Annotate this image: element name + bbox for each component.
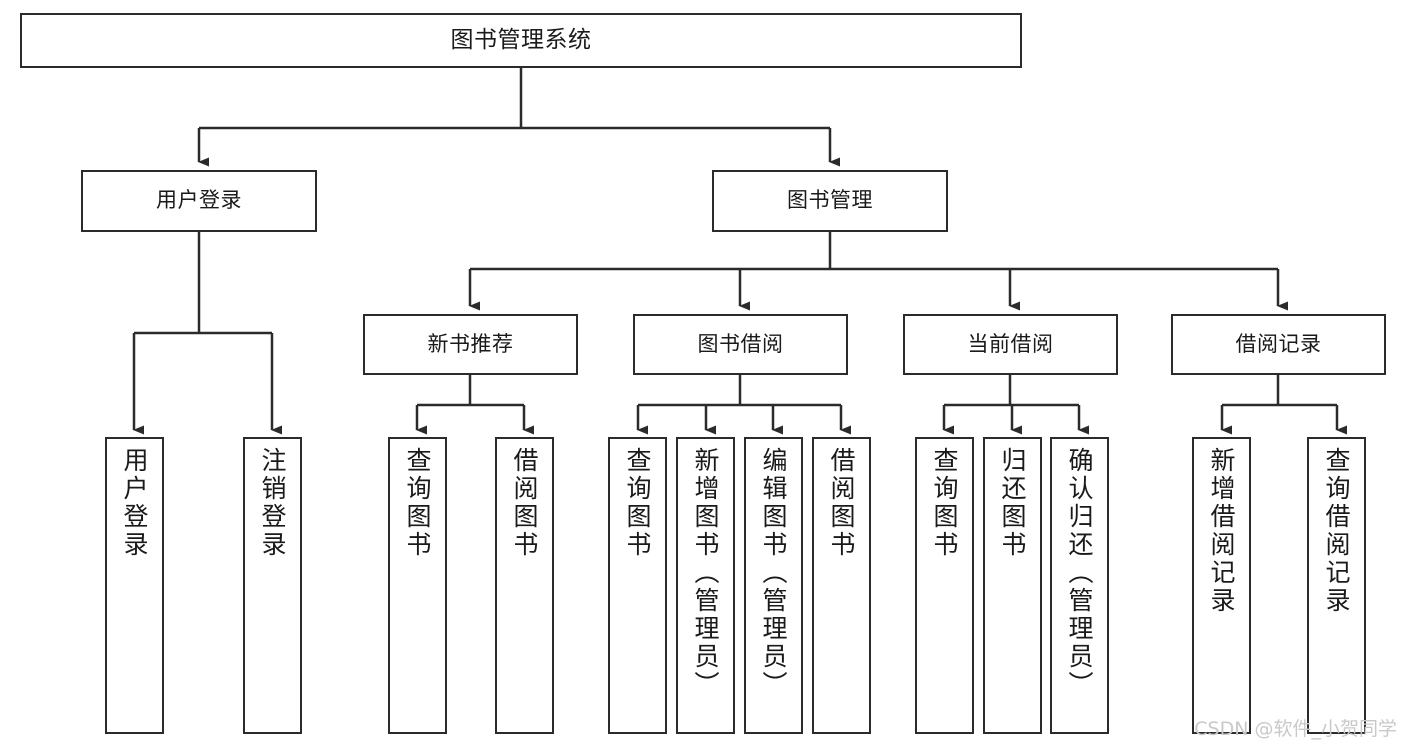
node-book-management[interactable]: 图书管理 bbox=[712, 170, 948, 232]
node-book-borrow[interactable]: 图书借阅 bbox=[633, 314, 848, 375]
node-root-system[interactable]: 图书管理系统 bbox=[20, 13, 1022, 68]
node-label: 注销登录 bbox=[258, 447, 287, 559]
leaf-newbook-query-book[interactable]: 查询图书 bbox=[388, 437, 447, 734]
leaf-newbook-borrow-book[interactable]: 借阅图书 bbox=[495, 437, 554, 734]
leaf-borrow-add-book-admin[interactable]: 新增图书（管理员） bbox=[676, 437, 735, 734]
leaf-borrow-borrow-book[interactable]: 借阅图书 bbox=[812, 437, 871, 734]
node-label: 新书推荐 bbox=[427, 331, 514, 356]
node-new-book-recommend[interactable]: 新书推荐 bbox=[363, 314, 578, 375]
node-borrow-record[interactable]: 借阅记录 bbox=[1171, 314, 1386, 375]
node-label: 编辑图书（管理员） bbox=[759, 447, 788, 699]
node-current-borrow[interactable]: 当前借阅 bbox=[903, 314, 1118, 375]
leaf-current-query-book[interactable]: 查询图书 bbox=[915, 437, 974, 734]
node-label: 借阅图书 bbox=[827, 447, 856, 559]
node-label: 查询借阅记录 bbox=[1322, 447, 1351, 615]
node-label: 图书管理 bbox=[787, 188, 873, 213]
node-label: 图书管理系统 bbox=[450, 26, 592, 53]
node-label: 图书借阅 bbox=[697, 331, 784, 356]
node-label: 借阅记录 bbox=[1235, 331, 1322, 356]
watermark-text: CSDN @软件_小贺同学 bbox=[1194, 718, 1397, 740]
leaf-record-query-record[interactable]: 查询借阅记录 bbox=[1307, 437, 1366, 734]
leaf-current-confirm-return-admin[interactable]: 确认归还（管理员） bbox=[1050, 437, 1109, 734]
node-label: 查询图书 bbox=[623, 447, 652, 559]
node-label: 确认归还（管理员） bbox=[1065, 447, 1094, 699]
node-label: 新增图书（管理员） bbox=[691, 447, 720, 699]
node-user-login[interactable]: 用户登录 bbox=[81, 170, 317, 232]
leaf-user-login[interactable]: 用户登录 bbox=[105, 437, 164, 734]
node-label: 归还图书 bbox=[998, 447, 1027, 559]
leaf-record-add-record[interactable]: 新增借阅记录 bbox=[1192, 437, 1251, 734]
leaf-borrow-edit-book-admin[interactable]: 编辑图书（管理员） bbox=[744, 437, 803, 734]
node-label: 新增借阅记录 bbox=[1207, 447, 1236, 615]
node-label: 查询图书 bbox=[403, 447, 432, 559]
node-label: 借阅图书 bbox=[510, 447, 539, 559]
node-label: 用户登录 bbox=[120, 447, 149, 559]
node-label: 查询图书 bbox=[930, 447, 959, 559]
node-label: 当前借阅 bbox=[967, 331, 1054, 356]
leaf-borrow-query-book[interactable]: 查询图书 bbox=[608, 437, 667, 734]
leaf-logout[interactable]: 注销登录 bbox=[243, 437, 302, 734]
leaf-current-return-book[interactable]: 归还图书 bbox=[983, 437, 1042, 734]
node-label: 用户登录 bbox=[156, 188, 242, 213]
